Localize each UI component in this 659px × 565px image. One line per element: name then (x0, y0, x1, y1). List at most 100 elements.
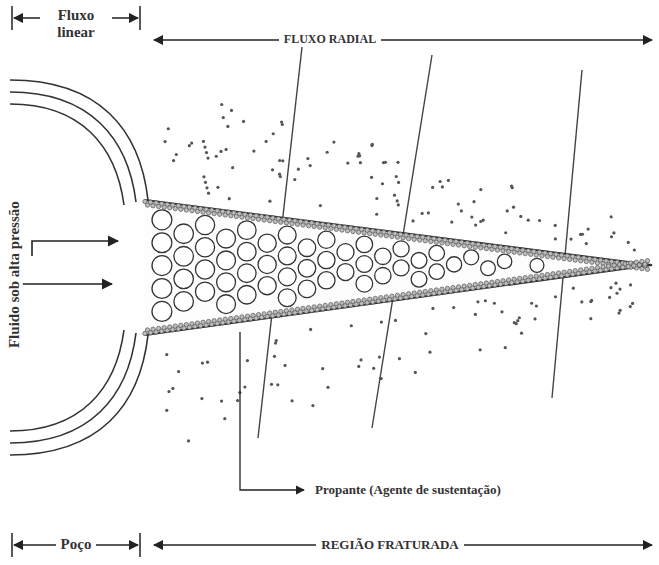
proppant-grain (152, 256, 172, 276)
proppant-grain (258, 277, 276, 295)
proppant-grain (278, 226, 296, 244)
leader-line (240, 332, 304, 490)
natural-fracture (258, 47, 582, 438)
matrix-dot (452, 306, 455, 309)
matrix-dot (224, 148, 227, 151)
proppant-grain (375, 248, 391, 264)
matrix-dot (243, 385, 246, 388)
matrix-dot (326, 386, 329, 389)
matrix-dot (220, 400, 223, 403)
matrix-dot (175, 153, 178, 156)
matrix-dot (612, 231, 615, 234)
matrix-dot (231, 166, 234, 169)
casing-line (10, 330, 124, 431)
flow-region-label: FLUXO RADIAL (279, 33, 381, 47)
dimension-brackets (12, 6, 652, 557)
matrix-dot (206, 157, 209, 160)
region-label: REGIÃO FRATURADA (316, 538, 463, 553)
injection-arrows (18, 241, 118, 300)
proppant-grain (152, 233, 172, 253)
matrix-dot (252, 149, 255, 152)
matrix-dot (610, 215, 613, 218)
matrix-dot (396, 199, 399, 202)
matrix-dot (215, 155, 218, 158)
matrix-dot (500, 310, 503, 313)
proppant-grain (337, 264, 354, 281)
proppant-grain (446, 257, 461, 272)
proppant-grain (429, 264, 445, 280)
proppant-grain (318, 251, 335, 268)
matrix-dot (236, 399, 239, 402)
casing-line (10, 333, 136, 443)
matrix-dot (396, 161, 399, 164)
proppant-grain (464, 250, 479, 265)
matrix-dot (493, 302, 496, 305)
proppant-grain (318, 231, 335, 248)
matrix-dot (190, 141, 193, 144)
matrix-dot (629, 283, 632, 286)
matrix-dot (476, 300, 479, 303)
matrix-dot (223, 417, 226, 420)
matrix-dot (246, 359, 249, 362)
proppant-grain (195, 238, 214, 257)
proppant-grain (393, 241, 409, 257)
casing-line (10, 92, 136, 202)
matrix-dot (411, 219, 414, 222)
matrix-dot (350, 324, 353, 327)
matrix-dot (359, 358, 362, 361)
matrix-dot (309, 164, 312, 167)
proppant-grain (238, 285, 257, 304)
matrix-dot (265, 140, 268, 143)
matrix-dot (441, 185, 444, 188)
matrix-dot (242, 120, 245, 123)
proppant-grain (497, 254, 511, 268)
matrix-dot (273, 355, 276, 358)
matrix-dot (554, 224, 557, 227)
matrix-dot (332, 140, 335, 143)
proppant-grain (152, 301, 172, 321)
matrix-dot (482, 219, 485, 222)
matrix-dot (200, 397, 203, 400)
matrix-dot (311, 404, 314, 407)
matrix-dot (518, 316, 521, 319)
matrix-dot (519, 215, 522, 218)
matrix-dot (608, 296, 611, 299)
matrix-dot (321, 367, 324, 370)
matrix-dot (358, 154, 361, 157)
matrix-dot (201, 362, 204, 365)
matrix-dot (479, 188, 482, 191)
matrix-dot (222, 116, 225, 119)
proppant-grain (298, 280, 316, 298)
matrix-dot (165, 409, 168, 412)
casing-line (10, 104, 124, 205)
proppant-grain (195, 282, 214, 301)
matrix-dot (554, 237, 557, 240)
matrix-dot (379, 377, 382, 380)
matrix-dot (618, 288, 621, 291)
proppant-grain (411, 253, 427, 269)
matrix-dot (205, 186, 208, 189)
matrix-dot (394, 319, 397, 322)
matrix-dot (319, 204, 322, 207)
proppant-grain (217, 251, 236, 270)
matrix-dot (470, 215, 473, 218)
matrix-dot (283, 364, 286, 367)
matrix-dot (275, 339, 278, 342)
fracture-outline (145, 200, 652, 335)
matrix-dot (450, 220, 453, 223)
matrix-dot (359, 161, 362, 164)
matrix-dot (587, 228, 590, 231)
matrix-dot (293, 178, 296, 181)
wall-grain (645, 259, 649, 263)
proppant-grain (152, 279, 172, 299)
matrix-dot (631, 302, 634, 305)
matrix-dot (375, 197, 378, 200)
matrix-dot (530, 302, 533, 305)
matrix-dot (226, 125, 229, 128)
matrix-dot (627, 241, 630, 244)
flow-region-label: Fluxo linear (40, 7, 112, 42)
matrix-dot (204, 181, 207, 184)
matrix-dot (457, 203, 460, 206)
matrix-dot (511, 186, 514, 189)
matrix-dot (381, 182, 384, 185)
